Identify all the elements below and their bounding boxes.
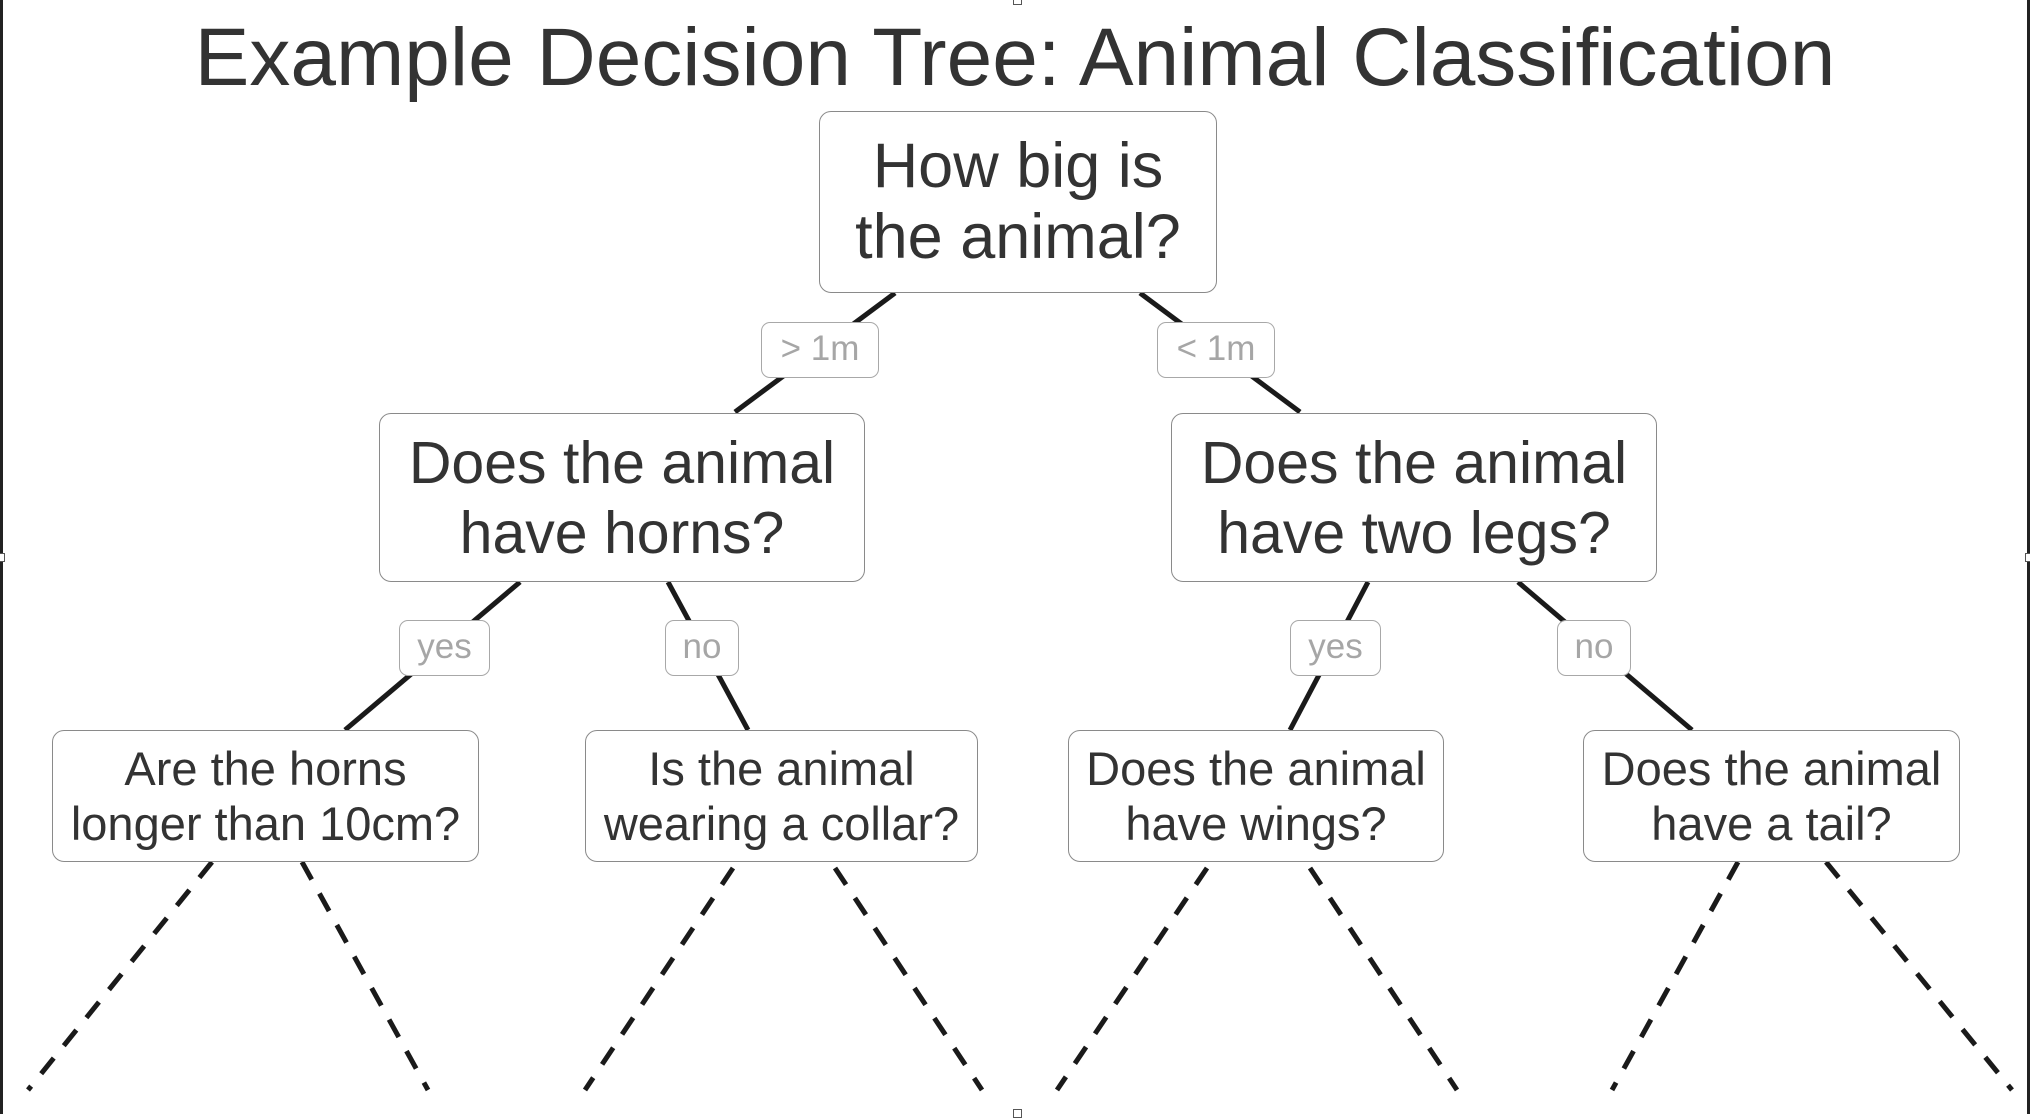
resize-handle-top-center[interactable] — [1013, 0, 1022, 5]
node-wearing-collar-line-1: Is the animal — [648, 742, 915, 795]
dashed-branch-collar-right — [832, 866, 985, 1092]
node-has-wings-line-1: Does the animal — [1086, 742, 1426, 795]
node-has-horns[interactable]: Does the animal have horns? — [379, 413, 865, 582]
node-has-horns-line-1: Does the animal — [408, 429, 836, 496]
dashed-branch-collar-left — [582, 866, 736, 1092]
edge-label-horns-yes: yes — [399, 620, 490, 676]
resize-handle-middle-right[interactable] — [2025, 553, 2030, 562]
dashed-branch-tail-left — [1609, 860, 1741, 1092]
node-has-two-legs-line-1: Does the animal — [1200, 429, 1628, 496]
node-has-tail[interactable]: Does the animal have a tail? — [1583, 730, 1960, 862]
edge-label-two-legs-yes: yes — [1290, 620, 1381, 676]
node-has-tail-line-2: have a tail? — [1651, 797, 1892, 850]
dashed-branch-tail-right — [1824, 860, 2014, 1092]
node-animal-size-line-2: the animal? — [855, 202, 1181, 272]
node-animal-size[interactable]: How big is the animal? — [819, 111, 1217, 293]
node-horn-length-line-2: longer than 10cm? — [70, 797, 461, 850]
dashed-branch-wings-right — [1307, 866, 1460, 1092]
node-has-two-legs-line-2: have two legs? — [1217, 499, 1611, 566]
diagram-title: Example Decision Tree: Animal Classifica… — [194, 12, 1836, 103]
dashed-branch-horn-length-left — [26, 860, 214, 1092]
node-has-horns-line-2: have horns? — [459, 499, 785, 566]
edge-label-two-legs-no: no — [1557, 620, 1631, 676]
node-has-wings[interactable]: Does the animal have wings? — [1068, 730, 1444, 862]
node-wearing-collar-line-2: wearing a collar? — [603, 797, 960, 850]
node-horn-length[interactable]: Are the horns longer than 10cm? — [52, 730, 479, 862]
node-has-tail-line-1: Does the animal — [1601, 742, 1942, 795]
dashed-branch-wings-left — [1054, 866, 1210, 1092]
node-has-wings-line-2: have wings? — [1125, 797, 1387, 850]
node-horn-length-line-1: Are the horns — [124, 742, 407, 795]
edge-label-less-than-1m: < 1m — [1157, 322, 1275, 378]
edge-label-greater-than-1m: > 1m — [761, 322, 879, 378]
node-animal-size-line-1: How big is — [872, 131, 1164, 201]
dashed-branch-horn-length-right — [299, 860, 431, 1092]
node-has-two-legs[interactable]: Does the animal have two legs? — [1171, 413, 1657, 582]
node-wearing-collar[interactable]: Is the animal wearing a collar? — [585, 730, 978, 862]
resize-handle-middle-left[interactable] — [0, 553, 5, 562]
edge-label-horns-no: no — [665, 620, 739, 676]
